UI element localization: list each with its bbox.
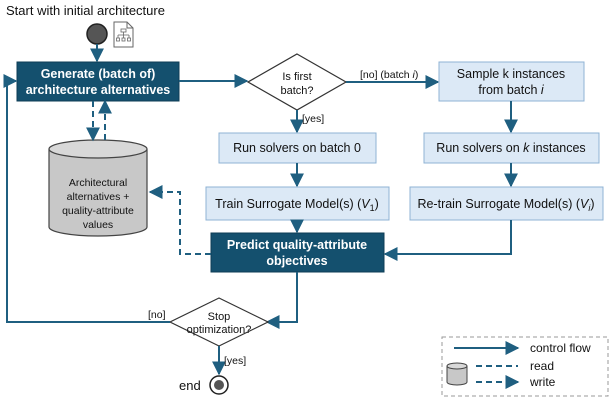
retrain-surrogate-label: Re-train Surrogate Model(s) (Vi)	[417, 197, 594, 213]
predict-to-stop-arrow	[265, 272, 298, 329]
architecture-document-icon	[113, 21, 134, 48]
predict-objectives-label-1: Predict quality-attribute	[227, 238, 367, 252]
predict-write-db-arrow	[148, 185, 211, 255]
run-solvers-k-label: Run solvers on k instances	[436, 141, 585, 155]
database-label-4: values	[83, 219, 113, 231]
yes-first-label: [yes]	[302, 113, 324, 125]
database-label-2: alternatives +	[67, 191, 130, 203]
is-first-batch-label-1: Is first	[282, 71, 311, 83]
sample-instances-label-1: Sample k instances	[457, 67, 565, 81]
stop-yes-label: [yes]	[224, 355, 246, 367]
generate-alternatives-box	[16, 61, 180, 102]
predict-objectives-label-2: objectives	[266, 254, 327, 268]
stop-no-label: [no]	[148, 309, 166, 321]
legend-box	[441, 336, 609, 397]
legend-write-label: write	[529, 375, 556, 389]
sample-instances-label-2: from batch i	[478, 83, 545, 97]
no-batch-label: [no] (batch i)	[360, 69, 418, 81]
database-label-3: quality-attribute	[62, 205, 134, 217]
sample-instances-box	[438, 61, 585, 102]
stop-no-loop-arrow	[3, 74, 170, 323]
start-node	[86, 23, 108, 45]
train-surrogate-label: Train Surrogate Model(s) (V1)	[215, 197, 379, 213]
run-solvers-batch0-box	[218, 132, 377, 164]
run-solvers-batch0-label: Run solvers on batch 0	[233, 141, 361, 155]
retrain-to-predict-arrow	[383, 220, 512, 261]
predict-objectives-box	[210, 232, 385, 273]
end-label: end	[179, 378, 201, 393]
legend-database-icon	[446, 362, 468, 386]
database-label-1: Architectural	[69, 177, 127, 189]
legend-control-flow-label: control flow	[530, 341, 591, 355]
retrain-surrogate-box	[409, 186, 604, 221]
end-node-inner	[214, 380, 224, 390]
generate-alternatives-label-1: Generate (batch of)	[41, 67, 156, 81]
stop-optimization-label-1: Stop	[208, 311, 231, 323]
stop-optimization-label-2: optimization?	[187, 324, 252, 336]
alternatives-database	[48, 139, 148, 237]
generate-alternatives-label-2: architecture alternatives	[26, 83, 171, 97]
is-first-batch-label-2: batch?	[280, 85, 313, 97]
legend-read-label: read	[530, 359, 554, 373]
start-label: Start with initial architecture	[6, 3, 165, 18]
